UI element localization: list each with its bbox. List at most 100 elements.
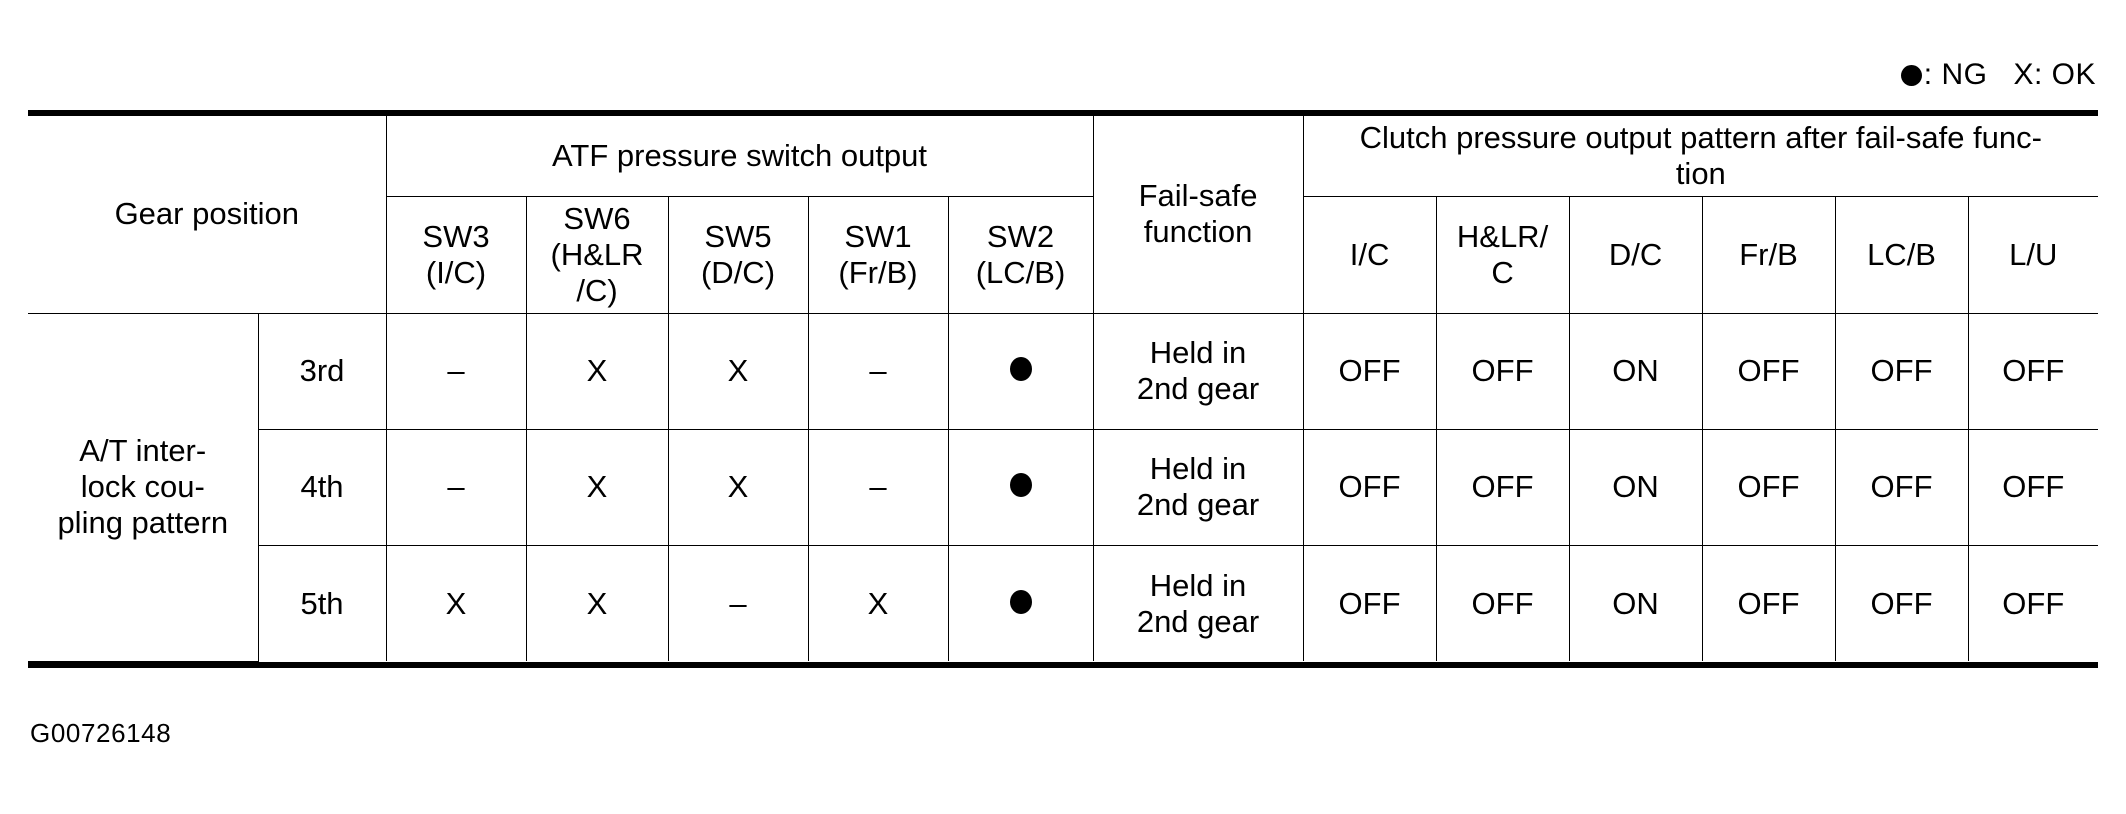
cell-3rd-sw6: X: [525, 312, 669, 430]
header-clutch-lu-line1: L/U: [2009, 236, 2058, 272]
cell-5th-clutch-frb: OFF: [1701, 544, 1836, 662]
dash-mark: –: [729, 585, 747, 621]
cell-5th-clutch-hlrc: OFF: [1435, 544, 1570, 662]
cell-3rd-clutch-ic: OFF: [1302, 312, 1437, 430]
header-col-sw3: SW3 (I/C): [386, 195, 527, 314]
cell-5th-clutch-lu: OFF: [1967, 544, 2099, 662]
cell-gear-5th: 5th: [258, 544, 387, 662]
cell-4th-sw3: –: [385, 428, 527, 546]
row-group-label-at-interlock: A/T inter- lock cou- pling pattern: [28, 312, 259, 662]
cell-5th-failsafe-line1: Held in: [1149, 567, 1247, 603]
cell-5th-sw2: [947, 544, 1094, 662]
cell-4th-clutch-lcb: OFF: [1834, 428, 1969, 546]
legend-ok-label: X: OK: [2013, 58, 2096, 91]
header-sw6-name: SW6: [563, 200, 631, 236]
header-clutch-line2: tion: [1675, 155, 1726, 191]
cell-3rd-failsafe-line2: 2nd gear: [1136, 371, 1260, 407]
cell-4th-failsafe: Held in 2nd gear: [1092, 428, 1304, 546]
table-row: 4th – X X – Held in 2nd gear OFF OFF ON …: [28, 428, 2099, 546]
header-clutch-lcb-line1: LC/B: [1867, 236, 1936, 272]
cell-4th-clutch-lu: OFF: [1967, 428, 2099, 546]
cell-4th-clutch-ic: OFF: [1302, 428, 1437, 546]
header-clutch-frb-line1: Fr/B: [1739, 236, 1798, 272]
dash-mark: –: [447, 469, 465, 505]
cell-4th-sw1: –: [807, 428, 949, 546]
dash-mark: –: [447, 353, 465, 389]
table-top-rule: [28, 110, 2098, 116]
legend-ng-label: : NG: [1923, 58, 1988, 91]
header-clutch-hlrc-line1: H&LR/: [1456, 218, 1549, 254]
cell-3rd-sw3: –: [385, 312, 527, 430]
cell-5th-sw3: X: [385, 544, 527, 662]
header-failsafe-line1: Fail-safe: [1138, 178, 1258, 214]
cell-3rd-sw1: –: [807, 312, 949, 430]
dash-mark: –: [869, 469, 887, 505]
header-clutch-section: Clutch pressure output pattern after fai…: [1302, 116, 2099, 197]
cell-4th-clutch-frb: OFF: [1701, 428, 1836, 546]
filled-circle-icon: [1009, 357, 1032, 382]
dash-mark: –: [869, 353, 887, 389]
cell-4th-failsafe-line1: Held in: [1149, 451, 1247, 487]
header-col-sw1: SW1 (Fr/B): [807, 195, 949, 314]
cell-3rd-clutch-lu: OFF: [1967, 312, 2099, 430]
header-sw1-detail: (Fr/B): [838, 254, 918, 290]
cell-5th-clutch-lcb: OFF: [1834, 544, 1969, 662]
cell-3rd-failsafe: Held in 2nd gear: [1092, 312, 1304, 430]
header-clutch-dc-line1: D/C: [1608, 236, 1663, 272]
cell-3rd-sw2: [947, 312, 1094, 430]
header-sw5-detail: (D/C): [700, 254, 776, 290]
cell-3rd-clutch-hlrc: OFF: [1435, 312, 1570, 430]
header-clutch-ic-line1: I/C: [1349, 236, 1390, 272]
cell-3rd-clutch-dc: ON: [1568, 312, 1703, 430]
table-row: 5th X X – X Held in 2nd gear OFF OFF ON …: [28, 544, 2099, 662]
row-group-label-line1: A/T inter-: [79, 433, 207, 469]
fail-safe-table: Gear position ATF pressure switch output…: [28, 116, 2099, 662]
header-col-sw2: SW2 (LC/B): [947, 195, 1094, 314]
header-clutch-line1: Clutch pressure output pattern after fai…: [1359, 120, 2042, 155]
cell-5th-sw6: X: [525, 544, 669, 662]
cell-gear-4th: 4th: [258, 428, 387, 546]
header-sw3-name: SW3: [422, 218, 490, 254]
cell-4th-failsafe-line2: 2nd gear: [1136, 487, 1260, 523]
header-gear-position: Gear position: [28, 116, 387, 314]
cell-5th-failsafe: Held in 2nd gear: [1092, 544, 1304, 662]
cell-gear-3rd: 3rd: [257, 312, 387, 430]
header-row-subcolumns: SW3 (I/C) SW6 (H&LR /C) SW5 (D/C) SW1: [28, 195, 2099, 314]
header-col-sw6: SW6 (H&LR /C): [525, 195, 669, 314]
filled-circle-icon: [1009, 473, 1032, 498]
header-clutch-hlrc-line2: C: [1491, 254, 1514, 290]
cell-5th-clutch-ic: OFF: [1302, 544, 1437, 662]
legend: : NG X: OK: [1900, 58, 2096, 92]
cell-3rd-sw5: X: [667, 312, 809, 430]
header-row-sections: Gear position ATF pressure switch output…: [28, 116, 2099, 314]
table-row: A/T inter- lock cou- pling pattern 3rd –…: [28, 312, 2099, 662]
cell-5th-sw5: –: [667, 544, 809, 662]
header-sw6-detail2: /C): [576, 272, 618, 308]
cell-3rd-clutch-frb: OFF: [1701, 312, 1836, 430]
cell-4th-sw2: [947, 428, 1094, 546]
header-col-clutch-lcb: LC/B: [1834, 195, 1969, 314]
row-group-label-line2: lock cou-: [80, 469, 205, 505]
header-col-clutch-hlrc: H&LR/ C: [1435, 195, 1570, 314]
filled-circle-icon: [1009, 589, 1032, 614]
cell-4th-sw5: X: [667, 428, 809, 546]
legend-ng: : NG: [1900, 58, 1988, 92]
legend-ok: X: OK: [2013, 58, 2096, 92]
header-sw2-detail: (LC/B): [975, 254, 1066, 290]
cell-3rd-failsafe-line1: Held in: [1149, 335, 1247, 371]
figure-id: G00726148: [30, 718, 172, 748]
fail-safe-table-container: Gear position ATF pressure switch output…: [28, 110, 2099, 668]
table-bottom-rule: [28, 661, 2098, 668]
row-group-label-line3: pling pattern: [57, 505, 229, 541]
header-sw1-name: SW1: [844, 218, 912, 254]
header-sw2-name: SW2: [986, 218, 1055, 254]
header-col-clutch-ic: I/C: [1302, 195, 1437, 314]
filled-circle-icon: [1900, 65, 1922, 86]
cell-5th-clutch-dc: ON: [1568, 544, 1703, 662]
header-col-clutch-frb: Fr/B: [1701, 195, 1836, 314]
header-col-clutch-dc: D/C: [1568, 195, 1703, 314]
header-failsafe-function: Fail-safe function: [1092, 116, 1304, 314]
cell-3rd-clutch-lcb: OFF: [1834, 312, 1969, 430]
header-sw5-name: SW5: [704, 218, 772, 254]
